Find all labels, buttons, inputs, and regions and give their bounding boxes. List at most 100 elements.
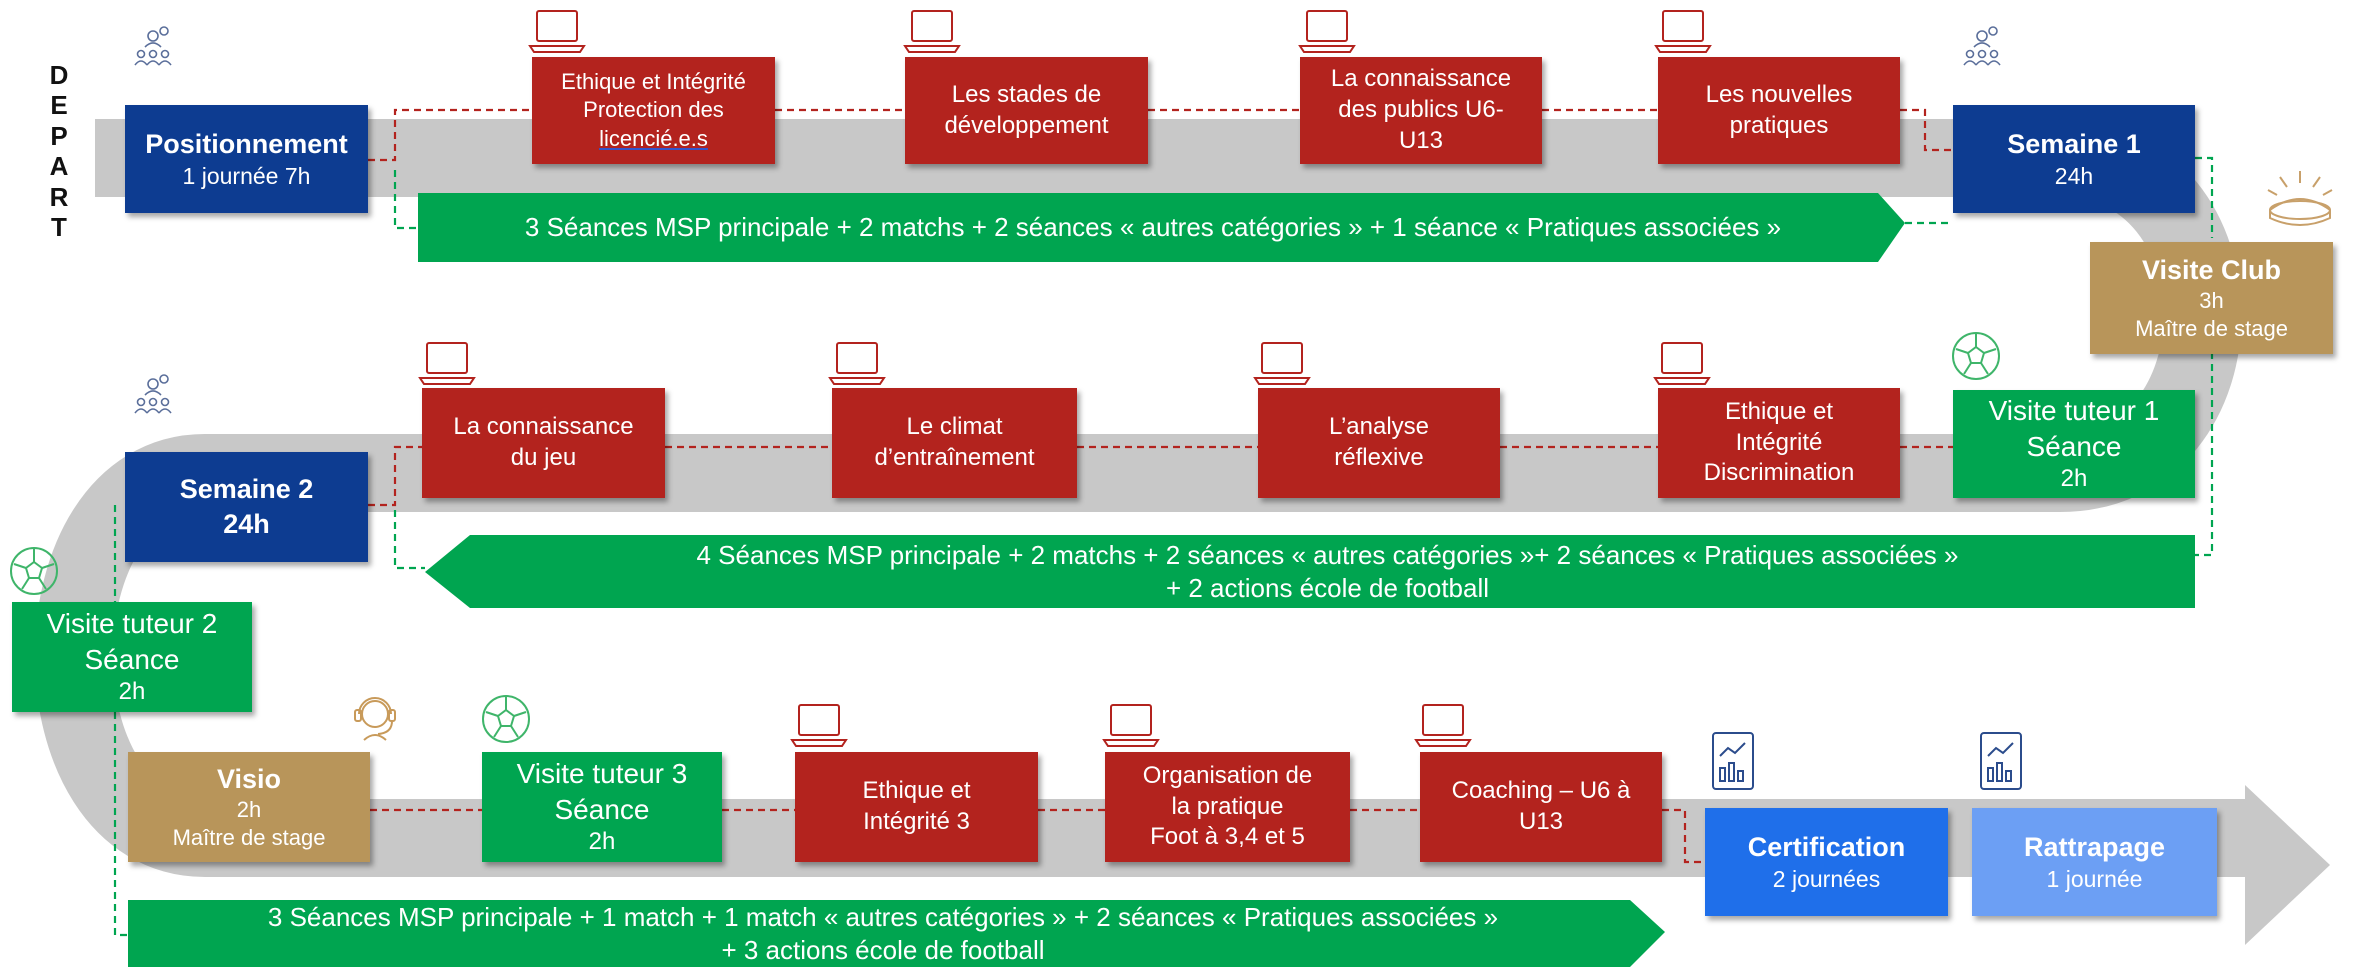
row1-arrow-text: 3 Séances MSP principale + 2 matchs + 2 … [524, 212, 1782, 243]
visio-line: 2h [236, 797, 262, 823]
rattrapage-title: Rattrapage [2023, 832, 2166, 862]
row2-arrow-text: 4 Séances MSP principale + 2 matchs + 2 … [460, 535, 2195, 608]
laptop-icon [1298, 10, 1356, 53]
module-connaissance-jeu: La connaissance du jeu [422, 388, 665, 498]
tuteur-line: 2h [118, 678, 146, 706]
tuteur-line: Visite tuteur 2 [46, 607, 218, 639]
module-line: des publics U6- [1338, 96, 1504, 124]
row2-green-arrow [425, 535, 2195, 608]
chart-report-icon [1980, 732, 2022, 790]
semaine1-title: Semaine 1 [2007, 129, 2141, 159]
row3-arrow-line: + 3 actions école de football [721, 934, 1045, 965]
module-line: La connaissance [453, 413, 634, 441]
module-line: Protection des [583, 97, 724, 123]
module-ethique-discrimination: Ethique et Intégrité Discrimination [1658, 388, 1900, 498]
positionnement-title: Positionnement [145, 129, 348, 159]
module-analyse-reflexive: L’analyse réflexive [1258, 388, 1500, 498]
depart-letter: T [51, 212, 67, 243]
visio-title: Visio [216, 763, 282, 794]
tuteur-line: 2h [588, 828, 616, 856]
module-line: Foot à 3,4 et 5 [1150, 823, 1305, 851]
semaine2-title: Semaine 2 [179, 474, 314, 505]
module-line: U13 [1398, 126, 1443, 154]
row3-green-arrow [128, 900, 1665, 967]
row2-arrow-line: + 2 actions école de football [1165, 572, 1490, 603]
soccer-ball-icon [1952, 332, 2000, 380]
module-ethique-protection: Ethique et Intégrité Protection des lice… [532, 57, 775, 164]
module-connaissance-publics: La connaissance des publics U6- U13 [1300, 57, 1542, 164]
certification-title: Certification [1747, 832, 1906, 862]
rattrapage-box: Rattrapage 1 journée [1972, 808, 2217, 916]
tuteur-line: Séance [84, 643, 180, 675]
tuteur-line: Visite tuteur 3 [516, 757, 688, 789]
positionnement-box: Positionnement 1 journée 7h [125, 105, 368, 213]
depart-letter: P [50, 120, 68, 151]
laptop-icon [1654, 10, 1712, 53]
module-ethique-integrite-3: Ethique et Intégrité 3 [795, 752, 1038, 862]
visite-club-line: 3h [2199, 288, 2224, 314]
team-meeting-icon [1963, 26, 2001, 66]
tuteur-line: 2h [2060, 465, 2088, 493]
module-line: Intégrité 3 [863, 808, 970, 835]
visio-line: Maître de stage [172, 825, 326, 851]
row3-arrow-text: 3 Séances MSP principale + 1 match + 1 m… [128, 900, 1638, 967]
positionnement-duration: 1 journée 7h [182, 162, 311, 189]
laptop-icon [828, 342, 886, 385]
row3-arrow-line: 3 Séances MSP principale + 1 match + 1 m… [267, 902, 1499, 932]
team-meeting-icon [134, 26, 172, 66]
certification-box: Certification 2 journées [1705, 808, 1948, 916]
module-stades-developpement: Les stades de développement [905, 57, 1148, 164]
depart-letter: A [49, 151, 69, 182]
module-line: du jeu [510, 444, 577, 471]
tuteur-line: Séance [2026, 430, 2122, 462]
stadium-icon [2267, 171, 2333, 226]
module-line: Les stades de [951, 80, 1102, 108]
visite-tuteur-3-box: Visite tuteur 3 Séance 2h [482, 752, 722, 862]
laptop-icon [903, 10, 961, 53]
semaine2-box: Semaine 2 24h [125, 452, 368, 562]
module-line: Intégrité [1735, 428, 1823, 456]
laptop-icon [1253, 342, 1311, 385]
module-line: Coaching – U6 à [1451, 777, 1631, 805]
visite-club-line: Maître de stage [2135, 316, 2288, 342]
green-dashed-connectors [113, 156, 2214, 937]
tuteur-line: Visite tuteur 1 [1988, 394, 2160, 426]
rattrapage-duration: 1 journée [2046, 865, 2143, 892]
visio-box: Visio 2h Maître de stage [128, 752, 370, 862]
chart-report-icon [1712, 732, 1754, 790]
laptop-icon [418, 342, 476, 385]
laptop-icon [1653, 342, 1711, 385]
module-line: Ethique et [1724, 397, 1834, 425]
visite-tuteur-2-box: Visite tuteur 2 Séance 2h [12, 602, 252, 712]
soccer-ball-icon [482, 695, 530, 743]
module-organisation-pratique: Organisation de la pratique Foot à 3,4 e… [1105, 752, 1350, 862]
semaine1-duration: 24h [2054, 162, 2094, 189]
semaine1-box: Semaine 1 24h [1953, 105, 2195, 213]
module-climat-entrainement: Le climat d’entraînement [832, 388, 1077, 498]
module-line: d’entraînement [874, 444, 1035, 471]
module-line: Les nouvelles [1705, 80, 1853, 108]
certification-duration: 2 journées [1772, 865, 1881, 892]
road-arrowhead [2245, 785, 2330, 945]
module-line: la pratique [1171, 792, 1284, 820]
laptop-icon [1414, 704, 1472, 747]
semaine2-duration: 24h [223, 509, 270, 539]
visite-club-title: Visite Club [2141, 254, 2282, 285]
module-line: développement [944, 111, 1109, 139]
team-meeting-icon [134, 374, 172, 414]
module-line: Le climat [906, 413, 1003, 441]
gray-road [34, 119, 2260, 877]
laptop-icon [1102, 704, 1160, 747]
red-dashed-connectors [368, 108, 1953, 864]
visite-club-box: Visite Club 3h Maître de stage [2090, 242, 2333, 354]
module-line: U13 [1518, 808, 1564, 835]
visite-tuteur-1-box: Visite tuteur 1 Séance 2h [1953, 390, 2195, 498]
module-line: Organisation de [1142, 761, 1313, 789]
module-nouvelles-pratiques: Les nouvelles pratiques [1658, 57, 1900, 164]
row2-arrow-line: 4 Séances MSP principale + 2 matchs + 2 … [696, 540, 1959, 570]
module-line: licencié.e.s [599, 125, 708, 151]
module-line: Ethique et Intégrité [561, 69, 746, 95]
tuteur-line: Séance [554, 793, 650, 825]
